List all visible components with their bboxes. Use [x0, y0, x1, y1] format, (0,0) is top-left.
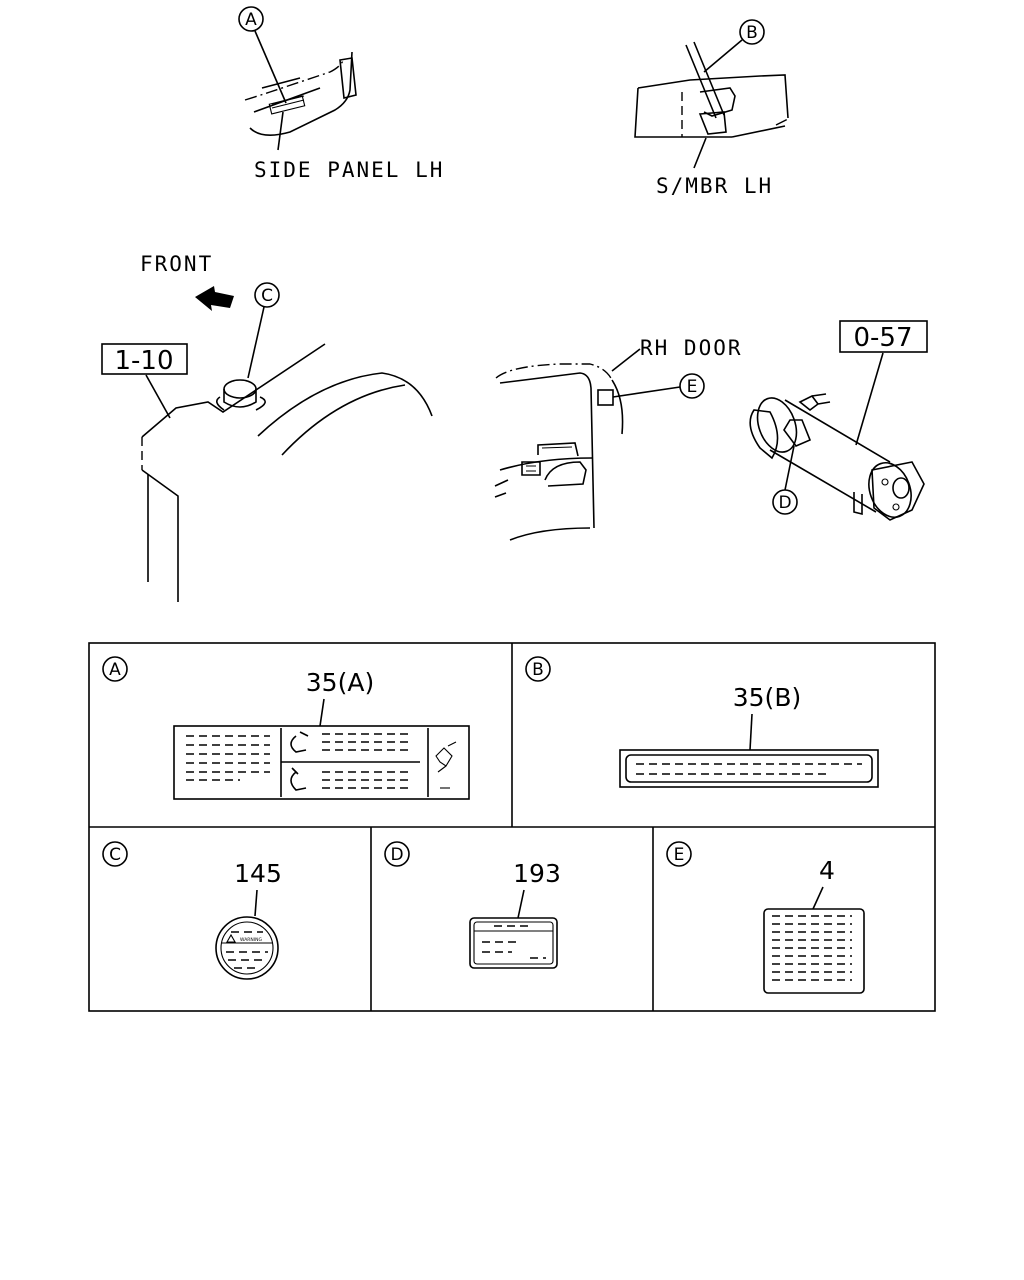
callout-a-circle: [238, 6, 264, 32]
leader-b: [703, 39, 743, 73]
decal-35a: [173, 725, 470, 800]
s-mbr-lh-label: S/MBR LH: [656, 174, 773, 198]
leader-e: [612, 386, 681, 398]
callout-a-top: A: [245, 10, 257, 30]
cell-d-callout: D: [390, 845, 403, 865]
egr-cooler-view: [749, 393, 925, 521]
leader-d: [784, 445, 795, 491]
callout-e-circle: [679, 373, 705, 399]
cell-c-callout-circle: [102, 841, 128, 867]
part-35b-label: 35(B): [733, 683, 801, 712]
cell-e-callout-circle: [666, 841, 692, 867]
cell-b-callout-circle: [525, 656, 551, 682]
callout-b-top: B: [746, 23, 758, 43]
cap-decal-text: WARNING: [240, 937, 262, 943]
cell-c-callout: C: [109, 845, 121, 865]
tank-assembly: [141, 343, 433, 602]
cell-a-callout-circle: [102, 656, 128, 682]
leader-1-10: [145, 374, 171, 419]
decal-35b: [619, 749, 879, 788]
callout-d-circle: [772, 489, 798, 515]
side-panel-lh-label: SIDE PANEL LH: [254, 158, 444, 182]
cell-e-callout: E: [674, 845, 685, 865]
ref-1-10-label: 1-10: [114, 346, 173, 376]
cell-b-callout: B: [532, 660, 544, 680]
callout-e-top: E: [687, 377, 698, 397]
ref-0-57-label: 0-57: [853, 323, 912, 353]
front-arrow-icon: [195, 286, 234, 311]
leader-35a: [319, 698, 325, 727]
callout-c-top: C: [261, 286, 273, 306]
part-35a-label: 35(A): [306, 668, 374, 697]
rh-door-label: RH DOOR: [640, 336, 743, 360]
leader-side-panel: [277, 111, 284, 151]
part-193-label: 193: [513, 859, 561, 888]
decal-193: [469, 917, 558, 969]
ref-box-0-57: [839, 320, 928, 353]
cell-d-callout-circle: [384, 841, 410, 867]
callout-c-circle: [254, 282, 280, 308]
callout-b-circle: [739, 19, 765, 45]
leader-35b: [749, 713, 753, 751]
leader-s-mbr: [693, 137, 707, 169]
decal-145: WARNING: [215, 916, 279, 980]
part-145-label: 145: [234, 859, 282, 888]
front-label: FRONT: [140, 252, 213, 276]
leader-4: [812, 886, 824, 910]
decal-4: [763, 908, 865, 994]
leader-0-57: [855, 352, 884, 446]
side-panel-view: [244, 51, 357, 136]
rh-door-view: [494, 363, 624, 541]
part-4-label: 4: [819, 856, 835, 885]
cell-a-callout: A: [109, 660, 121, 680]
leader-145: [254, 889, 258, 917]
leader-a: [254, 30, 287, 104]
callout-d-top: D: [778, 493, 791, 513]
leader-rh-door: [611, 348, 641, 372]
side-member-view: [634, 41, 791, 138]
ref-box-1-10: [101, 343, 188, 375]
label-detail-table: [88, 642, 936, 1012]
leader-c: [247, 306, 265, 379]
leader-193: [517, 889, 525, 919]
